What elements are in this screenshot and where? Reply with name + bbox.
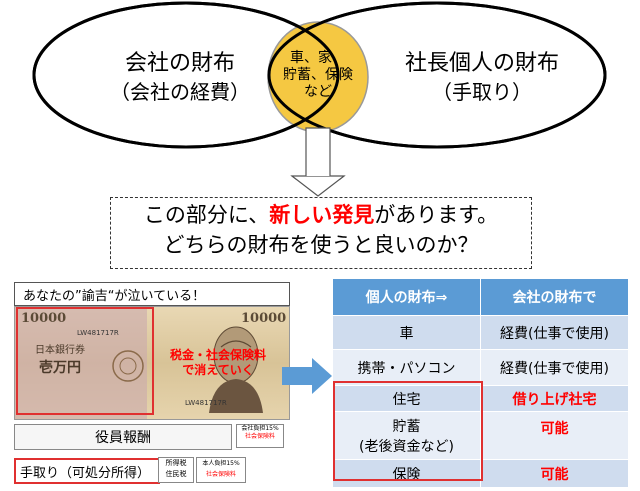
company-insurance-note: 会社負担15% 社会保険料	[236, 424, 284, 448]
bill-serial: LW481717R	[77, 329, 119, 337]
bill-bank-text: 日本銀行券	[35, 345, 85, 356]
header-company: 会社の財布で	[480, 278, 629, 316]
left-subtitle: （会社の経費）	[110, 80, 250, 104]
executive-salary-box: 役員報酬	[14, 424, 232, 450]
table-row: 保険 可能	[332, 459, 629, 488]
callout-line1: この部分に、新しい発見があります。	[143, 203, 499, 227]
header-personal: 個人の財布⇒	[332, 278, 481, 316]
bill-highlight-frame	[16, 307, 154, 415]
left-wallet-label: 会社の財布 （会社の経費）	[60, 50, 300, 106]
left-title: 会社の財布	[124, 51, 235, 76]
banknote-caption: あなたの”諭吉“が泣いている！	[14, 282, 290, 306]
bill-value-text: 壱万円	[39, 360, 81, 376]
right-subtitle: （手取り）	[432, 80, 532, 104]
tax-breakdown: 所得税 住民税	[158, 457, 194, 483]
takehome-box: 手取り（可処分所得）	[14, 458, 160, 484]
table-highlight-frame	[333, 381, 483, 481]
bill-denomination-right: 10000	[241, 311, 287, 326]
right-arrow	[282, 358, 332, 394]
venn-diagram	[32, 1, 607, 180]
personal-insurance-note: 本人負担15% 社会保険料	[196, 457, 246, 483]
overlap-label: 車、家、 貯蓄、保険 など	[283, 50, 353, 100]
down-arrow	[290, 127, 346, 180]
tax-vanish-note: 税金・社会保険料 で消えていく	[169, 348, 266, 377]
bill-denomination-left: 10000	[21, 311, 67, 326]
table-row: 住宅 借り上げ社宅	[332, 385, 629, 412]
callout-line2: どちらの財布を使うと良いのか？	[163, 233, 479, 257]
seal-icon	[112, 350, 144, 382]
discovery-callout: この部分に、新しい発見があります。 どちらの財布を使うと良いのか？	[110, 197, 532, 269]
wallet-comparison-table: 個人の財布⇒ 会社の財布で 車 経費(仕事で使用) 携帯・パソコン 経費(仕事で…	[332, 278, 629, 488]
table-row: 携帯・パソコン 経費(仕事で使用)	[332, 349, 629, 386]
right-wallet-label: 社長個人の財布 （手取り）	[362, 50, 602, 106]
callout-highlight: 新しい発見	[269, 203, 375, 227]
table-header-row: 個人の財布⇒ 会社の財布で	[332, 278, 629, 316]
table-row: 車 経費(仕事で使用)	[332, 315, 629, 350]
right-title: 社長個人の財布	[404, 51, 559, 76]
portrait-icon	[209, 326, 263, 413]
